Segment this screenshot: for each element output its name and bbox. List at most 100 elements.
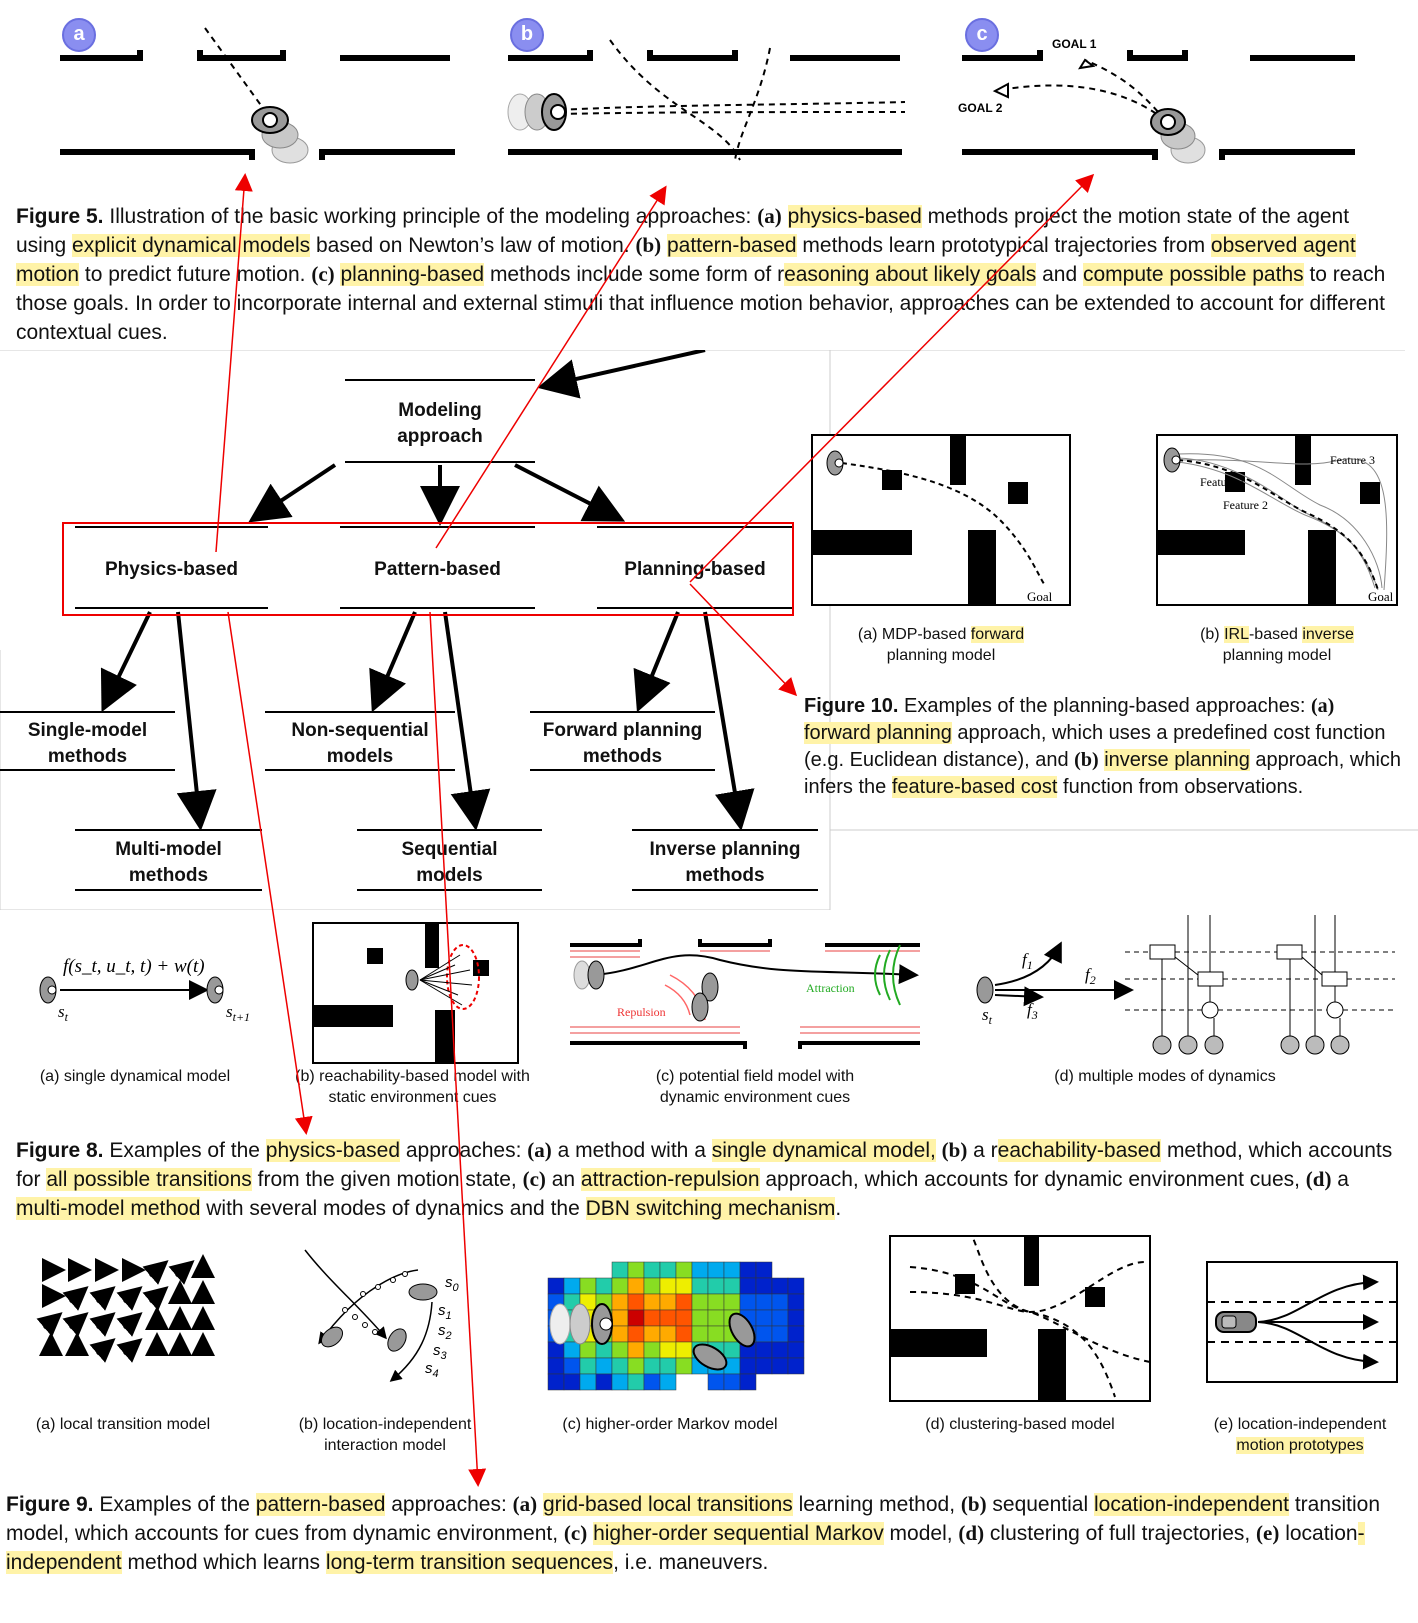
heatmap-cell — [739, 1357, 757, 1375]
agent-icon — [1150, 108, 1206, 164]
heatmap-cell — [611, 1373, 629, 1391]
heatmap-cell — [643, 1341, 661, 1359]
heatmap-cell — [755, 1277, 773, 1295]
tree-node-physics-based: Physics-based — [104, 559, 239, 580]
heatmap-cell — [563, 1357, 581, 1375]
heatmap-cell — [659, 1357, 677, 1375]
dynamics-equation: f(s_t, u_t, t) + w(t) — [63, 956, 205, 977]
heatmap-cell — [787, 1309, 805, 1327]
heatmap-cell — [643, 1293, 661, 1311]
heatmap-cell — [643, 1309, 661, 1327]
heatmap-cell — [755, 1309, 773, 1327]
heatmap-cell — [707, 1261, 725, 1279]
heatmap-cell — [595, 1277, 613, 1295]
heatmap-cell — [563, 1341, 581, 1359]
heatmap-cell — [739, 1277, 757, 1295]
mode-f1-label: f1 — [1022, 950, 1033, 972]
heatmap-cell — [595, 1357, 613, 1375]
heatmap-cell — [659, 1277, 677, 1295]
figure-8a-subcaption: (a) single dynamical model — [39, 1068, 231, 1085]
heatmap-cell — [675, 1293, 693, 1311]
heatmap-cell — [643, 1277, 661, 1295]
heatmap-cell — [547, 1373, 565, 1391]
heatmap-cell — [627, 1325, 645, 1343]
heatmap-cell — [643, 1325, 661, 1343]
tree-node-planning-based: Planning-based — [624, 559, 766, 580]
panel-a-badge: a — [62, 18, 96, 52]
tree-node-pattern-based: Pattern-based — [374, 559, 501, 580]
figure-5-illustration: a b c GOAL 1 GOAL 2 — [0, 0, 1418, 190]
heatmap-cell — [771, 1309, 789, 1327]
heatmap-cell — [755, 1341, 773, 1359]
heatmap-cell — [755, 1357, 773, 1375]
heatmap-cell — [659, 1325, 677, 1343]
heatmap-cell — [675, 1277, 693, 1295]
heatmap-cell — [643, 1357, 661, 1375]
heatmap-cell — [547, 1277, 565, 1295]
heatmap-cell — [627, 1277, 645, 1295]
heatmap-cell — [771, 1325, 789, 1343]
heatmap-cell — [659, 1261, 677, 1279]
figure-10b-subcaption: (b) IRL-based inverse planning model — [1200, 626, 1354, 664]
goal-1-label: GOAL 1 — [1052, 37, 1097, 51]
state-label: st — [58, 1002, 69, 1024]
heatmap-cell — [787, 1341, 805, 1359]
s0-label: s0 — [445, 1274, 460, 1294]
heatmap-cell — [579, 1373, 597, 1391]
heatmap-cell — [755, 1261, 773, 1279]
heatmap-cell — [755, 1293, 773, 1311]
heatmap-cell — [707, 1277, 725, 1295]
heatmap-cell — [771, 1293, 789, 1311]
agent-icon — [507, 93, 567, 131]
heatmap-cell — [691, 1277, 709, 1295]
mode-f2-label: f2 — [1085, 965, 1096, 987]
heatmap-cell — [627, 1357, 645, 1375]
heatmap-cell — [787, 1357, 805, 1375]
heatmap-cell — [659, 1373, 677, 1391]
heatmap-cell — [691, 1261, 709, 1279]
heatmap-cell — [723, 1293, 741, 1311]
heatmap-cell — [707, 1373, 725, 1391]
figure-8-panels: f(s_t, u_t, t) + w(t) st st+1 Repulsion … — [39, 915, 1395, 1064]
heatmap-cell — [707, 1309, 725, 1327]
heatmap-cell — [627, 1293, 645, 1311]
heatmap-cell — [611, 1357, 629, 1375]
heatmap-cell — [611, 1341, 629, 1359]
heatmap-cell — [611, 1261, 629, 1279]
heatmap-cell — [675, 1325, 693, 1343]
heatmap-cell — [563, 1277, 581, 1295]
feature-1-label: Feature 1 — [1200, 475, 1245, 489]
heatmap-cell — [547, 1357, 565, 1375]
figure-9c-subcaption: (c) higher-order Markov model — [562, 1416, 778, 1433]
heatmap-cell — [739, 1293, 757, 1311]
heatmap-cell — [627, 1341, 645, 1359]
figure-8d-subcaption: (d) multiple modes of dynamics — [1054, 1068, 1276, 1085]
heatmap-cell — [627, 1261, 645, 1279]
figure-9a-subcaption: (a) local transition model — [35, 1416, 211, 1433]
heatmap-cell — [563, 1373, 581, 1391]
heatmap-cell — [611, 1293, 629, 1311]
heatmap-cell — [579, 1357, 597, 1375]
heatmap-cell — [723, 1277, 741, 1295]
figure-10a-subcaption: (a) MDP-based forward planning model — [857, 626, 1025, 664]
heatmap-cell — [675, 1341, 693, 1359]
heatmap-cell — [627, 1373, 645, 1391]
s2-label: s2 — [438, 1322, 452, 1342]
next-state-label: st+1 — [226, 1002, 250, 1024]
feature-2-label: Feature 2 — [1223, 498, 1268, 512]
heatmap-cell — [675, 1357, 693, 1375]
heatmap-cell — [675, 1261, 693, 1279]
heatmap-cell — [595, 1373, 613, 1391]
figure-10-panels: Goal Feature 1 Feature 2 Feature 3 Goal — [811, 434, 1398, 606]
heatmap-cell — [723, 1373, 741, 1391]
heatmap-cell — [675, 1309, 693, 1327]
goal-2-label: GOAL 2 — [958, 101, 1003, 115]
markov-heatmap — [547, 1261, 805, 1391]
